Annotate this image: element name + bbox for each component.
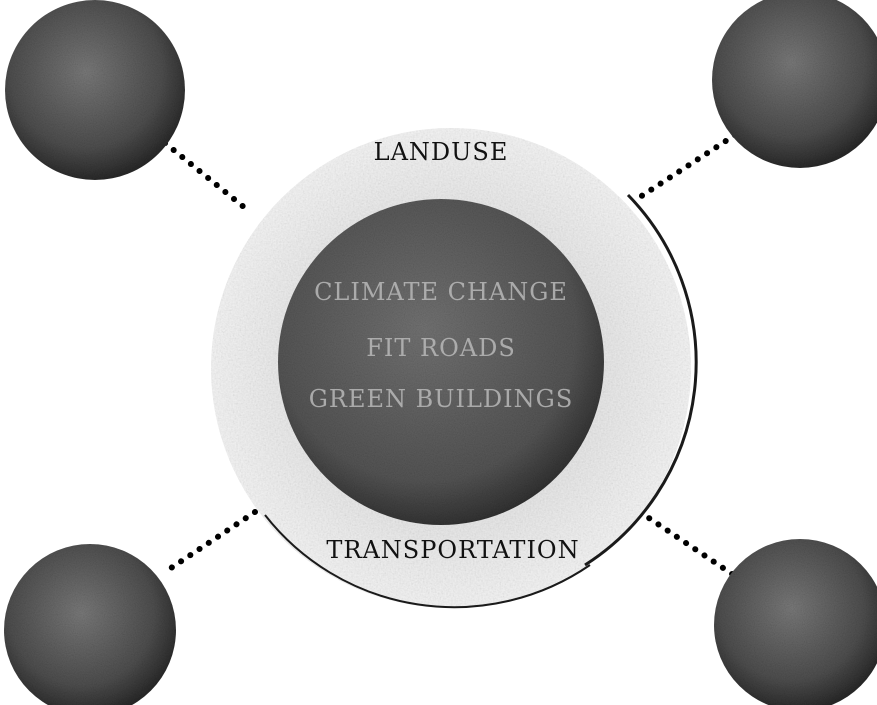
connector-top-left (165, 143, 250, 212)
core-label-3: GREEN BUILDINGS (309, 385, 574, 413)
core-label-1: CLIMATE CHANGE (314, 278, 568, 306)
connector-top-right (640, 135, 735, 197)
core-label-2: FIT ROADS (366, 334, 516, 362)
ring-bottom-label: TRANSPORTATION (326, 536, 579, 564)
core-circle (278, 199, 604, 525)
satellite-top-right (712, 0, 877, 168)
ring-top-label: LANDUSE (374, 138, 509, 166)
satellite-top-left (5, 0, 185, 180)
connector-bottom-right (640, 512, 735, 576)
connector-bottom-left (165, 512, 255, 572)
satellite-bottom-left (4, 544, 176, 705)
satellite-bottom-right (714, 539, 877, 705)
